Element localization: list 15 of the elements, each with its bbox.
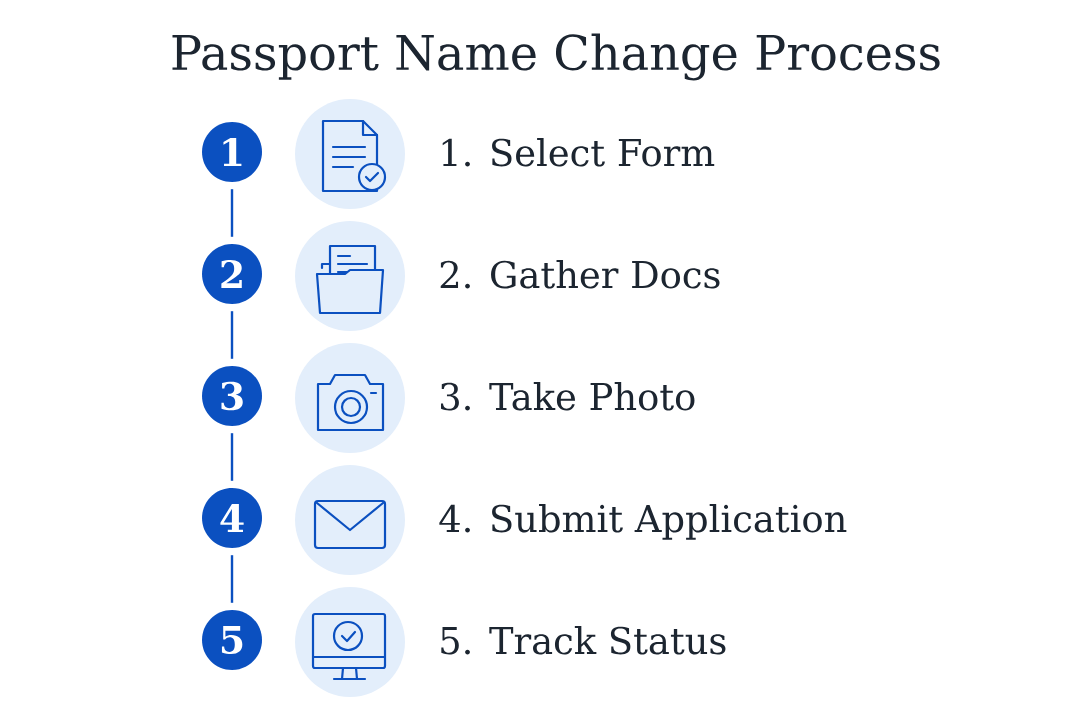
camera-icon	[295, 343, 405, 453]
monitor-icon	[295, 587, 405, 697]
step-label: 1. Select Form	[442, 138, 715, 167]
connector-line	[230, 555, 234, 603]
document-icon	[295, 99, 405, 209]
connector-line	[230, 311, 234, 359]
step-label: 4. Submit Application	[439, 504, 847, 540]
step-label: 3. Take Photo	[441, 382, 695, 411]
envelope-icon	[295, 465, 405, 575]
connector-line	[230, 433, 234, 481]
folder-icon	[295, 221, 405, 331]
step-label: 2. Gather Docs	[440, 260, 720, 289]
connector-line	[230, 189, 234, 237]
step-label: 5. Track Status	[441, 626, 726, 655]
title: Passport Name Change Process	[172, 33, 940, 81]
